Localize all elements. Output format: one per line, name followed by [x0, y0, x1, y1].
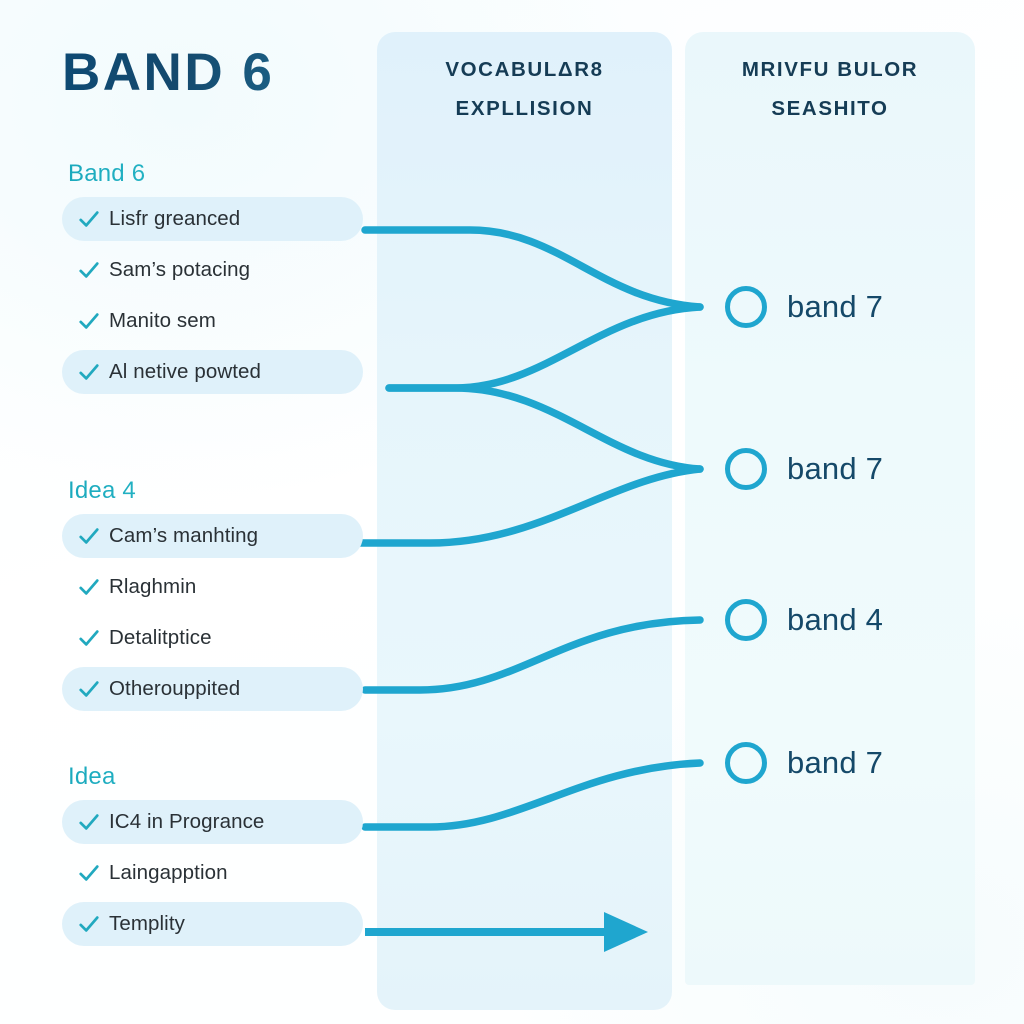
- outcome-row[interactable]: band 7: [725, 286, 883, 328]
- list-item[interactable]: Cam’s manhting: [62, 514, 363, 558]
- list-item[interactable]: Detalitptice: [62, 616, 363, 660]
- list-item[interactable]: Otherouppited: [62, 667, 363, 711]
- connector-path: [385, 303, 704, 392]
- middle-column-panel: VOCABULΔR8 EXPLLISION: [377, 32, 672, 1010]
- check-icon: [79, 528, 99, 544]
- list-item[interactable]: Al netive powted: [62, 350, 363, 394]
- outcome-row[interactable]: band 7: [725, 448, 883, 490]
- list-item-label: Lisfr greanced: [109, 207, 241, 230]
- outcome-row[interactable]: band 7: [725, 742, 883, 784]
- check-icon: [79, 579, 99, 595]
- list-item-label: Al netive powted: [109, 360, 262, 383]
- group-title: Idea: [68, 763, 367, 791]
- group-title: Idea 4: [68, 477, 367, 505]
- list-item-label: Cam’s manhting: [109, 524, 259, 547]
- circle-outline-icon: [725, 286, 767, 328]
- arrow-right-icon: [365, 912, 648, 952]
- list-item[interactable]: Rlaghmin: [62, 565, 363, 609]
- list-item[interactable]: IC4 in Progrance: [62, 800, 363, 844]
- list-item-label: Laingapption: [109, 861, 228, 884]
- list-item-label: Sam’s potacing: [109, 258, 251, 281]
- connector-path: [341, 465, 704, 547]
- list-item-label: Manito sem: [109, 309, 216, 332]
- connector-path: [361, 226, 704, 311]
- outcome-label: band 7: [787, 745, 884, 780]
- connector-path: [385, 384, 704, 473]
- outcome-label: band 7: [787, 451, 884, 486]
- connector-path: [361, 759, 704, 831]
- check-icon: [79, 364, 99, 380]
- right-column-header: MRIVFU BULOR SEASHITO: [741, 58, 919, 120]
- list-item[interactable]: Sam’s potacing: [62, 248, 363, 292]
- list-item[interactable]: Manito sem: [62, 299, 363, 343]
- check-icon: [79, 865, 99, 881]
- check-icon: [79, 681, 99, 697]
- list-item-label: Otherouppited: [109, 677, 241, 700]
- circle-outline-icon: [725, 599, 767, 641]
- outcome-label: band 7: [787, 289, 884, 324]
- outcome-label: band 4: [787, 602, 884, 637]
- list-item-label: Rlaghmin: [109, 575, 197, 598]
- connector-path: [361, 616, 704, 694]
- list-item[interactable]: Templity: [62, 902, 363, 946]
- circle-outline-icon: [725, 448, 767, 490]
- check-icon: [79, 630, 99, 646]
- list-item[interactable]: Laingapption: [62, 851, 363, 895]
- group-title: Band 6: [68, 160, 367, 188]
- right-column-panel: MRIVFU BULOR SEASHITO: [685, 32, 975, 985]
- list-item-label: IC4 in Progrance: [109, 810, 265, 833]
- criteria-group: Idea IC4 in Progrance Laingapption Templ…: [62, 763, 367, 953]
- check-icon: [79, 814, 99, 830]
- outcome-row[interactable]: band 4: [725, 599, 883, 641]
- circle-outline-icon: [725, 742, 767, 784]
- page-title: BAND 6: [62, 43, 275, 102]
- check-icon: [79, 262, 99, 278]
- check-icon: [79, 211, 99, 227]
- criteria-group: Band 6 Lisfr greanced Sam’s potacing Man…: [62, 160, 367, 401]
- check-icon: [79, 313, 99, 329]
- list-item[interactable]: Lisfr greanced: [62, 197, 363, 241]
- list-item-label: Detalitptice: [109, 626, 212, 649]
- check-icon: [79, 916, 99, 932]
- middle-column-header: VOCABULΔR8 EXPLLISION: [445, 58, 604, 120]
- list-item-label: Templity: [109, 912, 185, 935]
- criteria-group: Idea 4 Cam’s manhting Rlaghmin Detalitpt…: [62, 477, 367, 718]
